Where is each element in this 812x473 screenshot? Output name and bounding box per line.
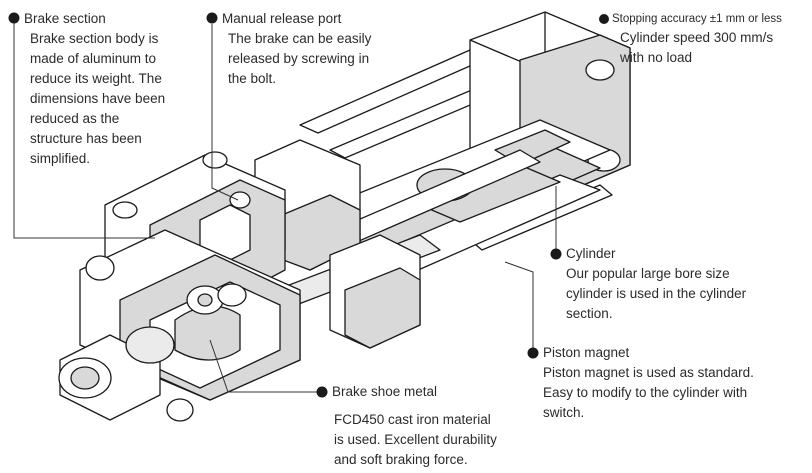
rod-end-nut bbox=[58, 326, 175, 421]
callout-text-line: released by screwing in bbox=[228, 51, 370, 66]
callout-title: Piston magnet bbox=[543, 345, 630, 360]
callout-cylinder: Cylinder Our popular large bore size cyl… bbox=[566, 244, 746, 324]
callout-text-line: cylinder is used in the cylinder bbox=[566, 286, 747, 301]
callout-stopping-accuracy: Stopping accuracy ±1 mm or less Cylinder… bbox=[612, 10, 782, 68]
callout-text-line: section. bbox=[566, 306, 613, 321]
leader-piston-magnet bbox=[504, 261, 534, 352]
callout-text-line: and soft braking force. bbox=[334, 452, 468, 467]
callout-title: Manual release port bbox=[222, 11, 342, 26]
callout-text-line: made of aluminum to bbox=[30, 51, 157, 66]
callout-title: Brake section bbox=[24, 11, 106, 26]
callout-text-line: Brake section body is bbox=[30, 31, 159, 46]
callout-manual-release: Manual release port The brake can be eas… bbox=[222, 9, 371, 89]
brake-shoe bbox=[174, 283, 247, 361]
callout-text-line: structure has been bbox=[30, 131, 142, 146]
callout-brake-shoe: Brake shoe metal FCD450 cast iron materi… bbox=[332, 382, 497, 470]
callout-text-line: the bolt. bbox=[228, 71, 277, 86]
callout-text-line: reduced as the bbox=[30, 111, 120, 126]
callout-title: Brake shoe metal bbox=[332, 384, 438, 399]
callout-title: Cylinder bbox=[566, 246, 616, 261]
callout-piston-magnet: Piston magnet Piston magnet is used as s… bbox=[543, 343, 754, 423]
callout-text-line: Piston magnet is used as standard. bbox=[543, 365, 754, 380]
callout-text-line: dimensions have been bbox=[30, 91, 166, 106]
callout-text-line: The brake can be easily bbox=[228, 31, 372, 46]
leader-brake-section bbox=[13, 22, 155, 239]
callout-text-line: Easy to modify to the cylinder with bbox=[543, 385, 748, 400]
callout-text-line: simplified. bbox=[30, 151, 91, 166]
middle-cover-block bbox=[254, 139, 421, 349]
callout-text-line: Cylinder speed 300 mm/s bbox=[620, 30, 774, 45]
callout-brake-section: Brake section Brake section body is made… bbox=[24, 9, 165, 169]
callout-text-line: FCD450 cast iron material bbox=[334, 412, 491, 427]
callout-text-line: is used. Excellent durability bbox=[334, 432, 497, 447]
callout-title: Stopping accuracy ±1 mm or less bbox=[612, 13, 782, 25]
callout-text-line: with no load bbox=[620, 50, 693, 65]
callout-text-line: Our popular large bore size bbox=[566, 266, 730, 281]
leader-brake-shoe bbox=[209, 339, 318, 393]
callout-text-line: switch. bbox=[543, 405, 585, 420]
callout-text-line: reduce its weight. The bbox=[30, 71, 162, 86]
leader-manual-release bbox=[211, 24, 239, 201]
